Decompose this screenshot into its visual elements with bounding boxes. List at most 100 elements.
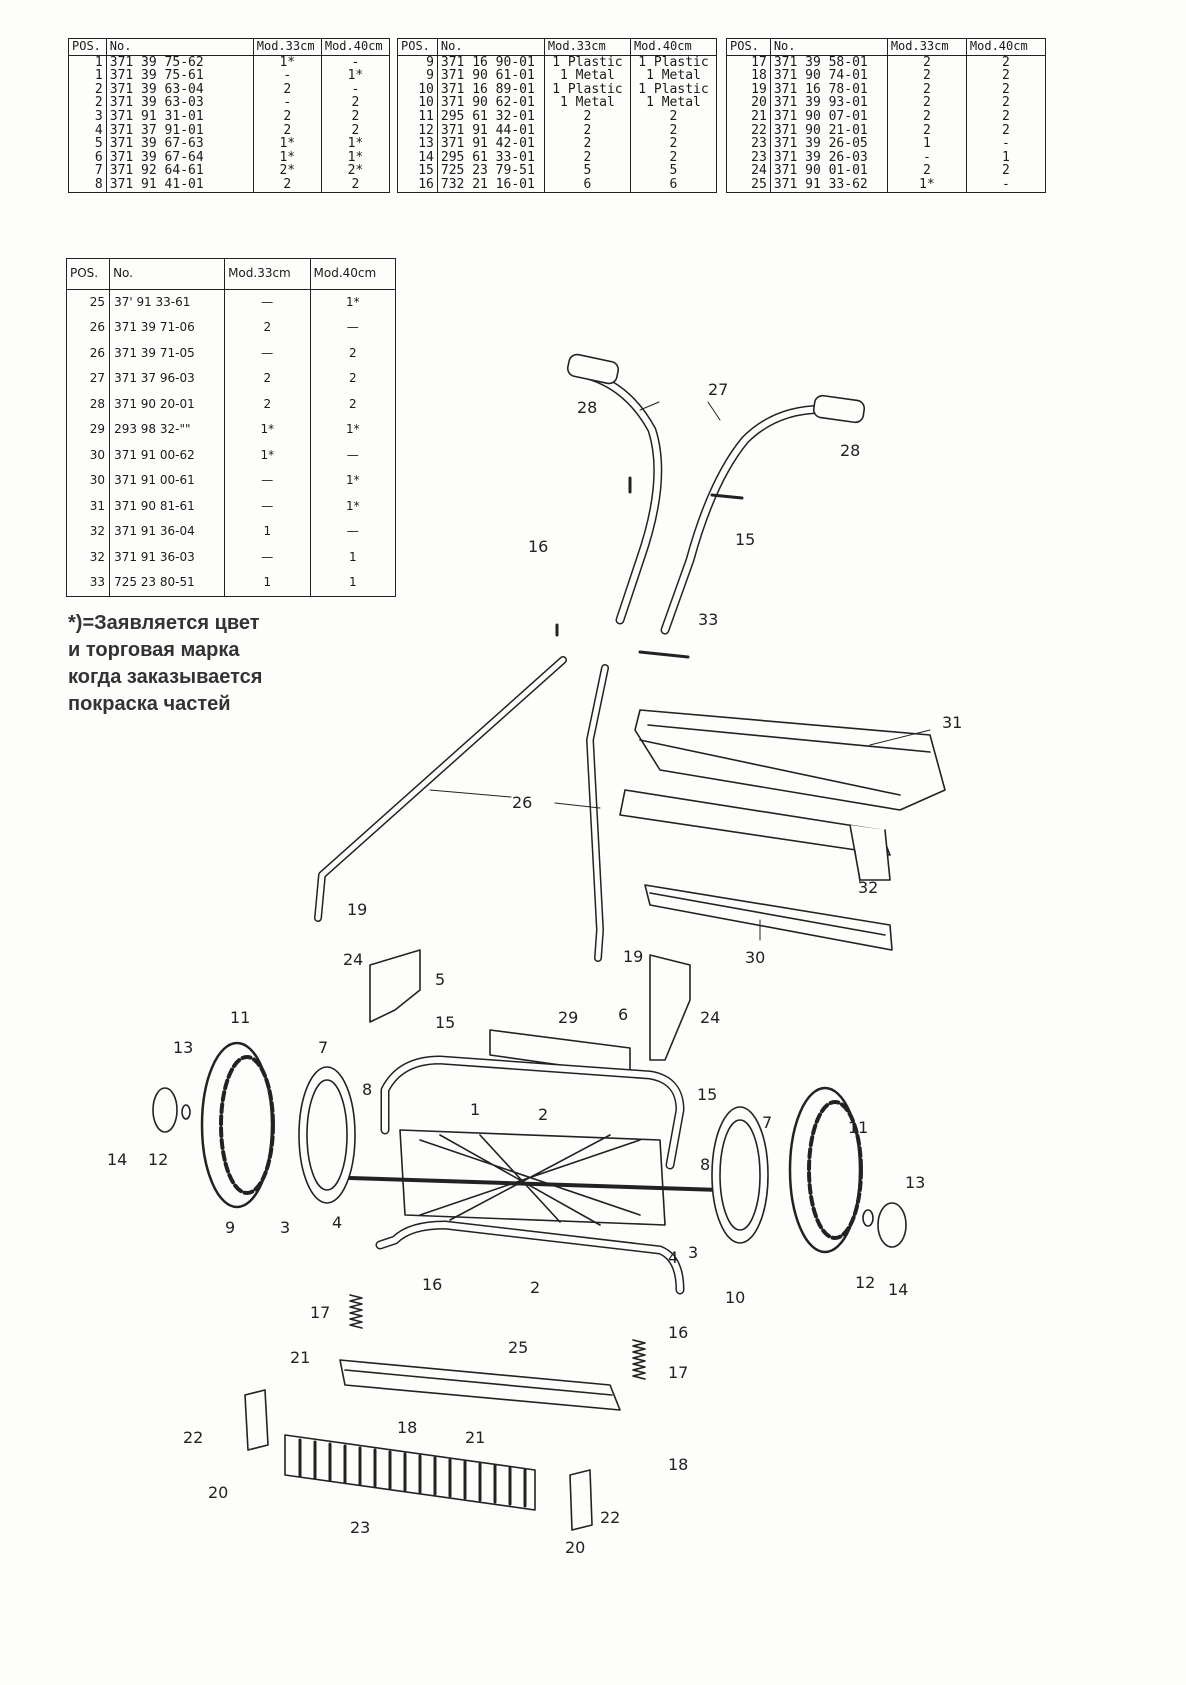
- cell-mod40: —: [309, 519, 397, 545]
- cell-part-number: 371 90 61-01: [436, 69, 545, 83]
- cell-mod40: -: [320, 83, 391, 97]
- cell-mod40: 1*: [320, 137, 391, 151]
- col-mod40: Mod.40cm: [965, 38, 1047, 56]
- cell-part-number: 371 90 01-01: [769, 164, 888, 178]
- part-label: 7: [762, 1113, 772, 1132]
- cell-part-number: 371 91 42-01: [436, 137, 545, 151]
- part-label: 11: [230, 1008, 250, 1027]
- cell-part-number: 371 39 63-03: [105, 96, 254, 110]
- footnote-line: и торговая марка: [68, 639, 240, 661]
- cell-part-number: 371 39 26-03: [769, 151, 888, 165]
- cell-part-number: 371 90 62-01: [436, 96, 545, 110]
- cell-pos: 11: [397, 110, 438, 124]
- part-label: 12: [855, 1273, 875, 1292]
- cell-part-number: 371 90 21-01: [769, 123, 888, 138]
- cell-part-number: 371 91 00-62: [109, 442, 226, 468]
- cell-pos: 12: [397, 123, 438, 138]
- part-label: 7: [318, 1038, 328, 1057]
- cell-part-number: 371 39 93-01: [769, 96, 888, 110]
- part-label: 15: [735, 530, 755, 549]
- part-label: 9: [225, 1218, 235, 1237]
- col-pos: POS.: [68, 38, 107, 56]
- cell-pos: 23: [726, 151, 771, 165]
- part-label: 24: [343, 950, 363, 969]
- col-mod40: Mod.40cm: [629, 38, 718, 56]
- cell-part-number: 371 90 81-61: [109, 493, 226, 519]
- part-label: 15: [697, 1085, 717, 1104]
- part-label: 28: [840, 441, 860, 460]
- cell-part-number: 371 90 07-01: [769, 110, 888, 124]
- cell-mod33: —: [224, 493, 311, 519]
- cell-pos: 33: [65, 570, 111, 597]
- cell-part-number: 37' 91 33-61: [109, 289, 226, 315]
- cell-pos: 29: [65, 417, 111, 443]
- cell-pos: 22: [726, 123, 771, 138]
- cell-mod33: —: [224, 340, 311, 366]
- cell-pos: 28: [65, 391, 111, 417]
- cell-part-number: 371 37 91-01: [105, 123, 254, 138]
- part-label: 3: [280, 1218, 290, 1237]
- col-no: No.: [436, 38, 545, 56]
- part-label: 19: [623, 947, 643, 966]
- cell-mod40: 1: [309, 570, 397, 597]
- cell-part-number: 371 39 26-05: [769, 137, 888, 151]
- cell-mod33: 1*: [224, 442, 311, 468]
- cell-mod40: 1 Plastic: [629, 83, 718, 97]
- cell-pos: 25: [65, 289, 111, 315]
- col-mod33: Mod.33cm: [224, 258, 311, 290]
- cell-mod40: 1 Metal: [629, 69, 718, 83]
- part-label: 2: [538, 1105, 548, 1124]
- part-label: 29: [558, 1008, 578, 1027]
- cell-mod40: -: [320, 55, 391, 70]
- part-label: 22: [183, 1428, 203, 1447]
- cell-part-number: 371 91 31-01: [105, 110, 254, 124]
- cell-part-number: 371 91 36-04: [109, 519, 226, 545]
- cell-mod40: 2: [965, 96, 1047, 110]
- cell-pos: 13: [397, 137, 438, 151]
- cell-mod40: 2: [320, 110, 391, 124]
- cell-mod40: 1*: [309, 289, 397, 315]
- cell-part-number: 371 16 90-01: [436, 55, 545, 70]
- col-mod33: Mod.33cm: [886, 38, 967, 56]
- part-label: 26: [512, 793, 532, 812]
- cell-mod40: 1*: [320, 151, 391, 165]
- cell-part-number: 371 91 33-62: [769, 178, 888, 193]
- rear-roller: [284, 1434, 536, 1511]
- cell-mod40: 2: [965, 83, 1047, 97]
- col-no: No.: [105, 38, 254, 56]
- part-label: 4: [332, 1213, 342, 1232]
- part-label: 21: [290, 1348, 310, 1367]
- cell-mod40: -: [965, 178, 1047, 193]
- part-label: 8: [362, 1080, 372, 1099]
- cell-part-number: 371 16 78-01: [769, 83, 888, 97]
- cell-mod33: —: [224, 544, 311, 570]
- cell-mod40: 1: [309, 544, 397, 570]
- footnote-line: когда заказывается: [68, 666, 263, 688]
- cell-part-number: 371 90 74-01: [769, 69, 888, 83]
- col-mod40: Mod.40cm: [309, 258, 397, 290]
- cell-mod40: 2: [965, 123, 1047, 138]
- cell-mod40: 1*: [309, 468, 397, 494]
- deflector-plate: [644, 884, 893, 951]
- bottom-blade: [339, 1359, 621, 1411]
- part-label: 16: [528, 537, 548, 556]
- part-label: 5: [435, 970, 445, 989]
- col-mod33: Mod.33cm: [252, 38, 322, 56]
- part-label: 20: [208, 1483, 228, 1502]
- part-label: 18: [397, 1418, 417, 1437]
- handle-upper: [569, 367, 840, 635]
